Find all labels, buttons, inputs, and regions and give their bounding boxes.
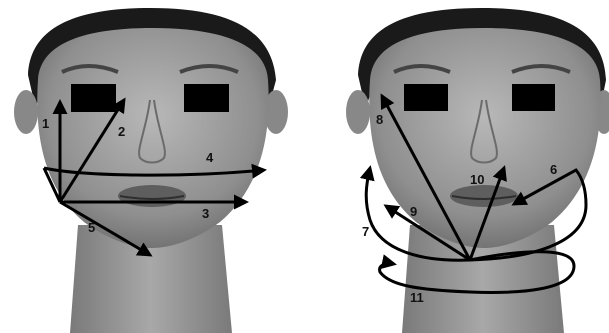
label-arrow-8: 8 [376,112,383,127]
right-lips [450,185,518,207]
left-censor-bar-right [184,84,229,112]
label-arrow-10: 10 [470,172,484,187]
left-censor-bar-left [71,84,116,112]
left-face-shape [37,28,268,248]
label-arrow-1: 1 [42,116,49,131]
label-arrow-3: 3 [202,206,209,221]
label-arrow-4: 4 [206,150,214,165]
label-arrow-11: 11 [410,290,424,305]
label-arrow-2: 2 [118,124,125,139]
left-lips [118,185,186,207]
right-ear-left [346,90,370,134]
label-arrow-7: 7 [362,224,369,239]
right-censor-bar-right [512,84,555,111]
left-ear-left [14,90,38,134]
right-face-panel: 6 7 8 9 10 11 [346,8,609,333]
right-face [346,8,609,333]
left-face-panel: 1 2 3 4 5 [14,8,288,333]
right-censor-bar-left [404,84,448,111]
label-arrow-5: 5 [88,220,95,235]
label-arrow-6: 6 [550,162,557,177]
label-arrow-9: 9 [410,204,417,219]
